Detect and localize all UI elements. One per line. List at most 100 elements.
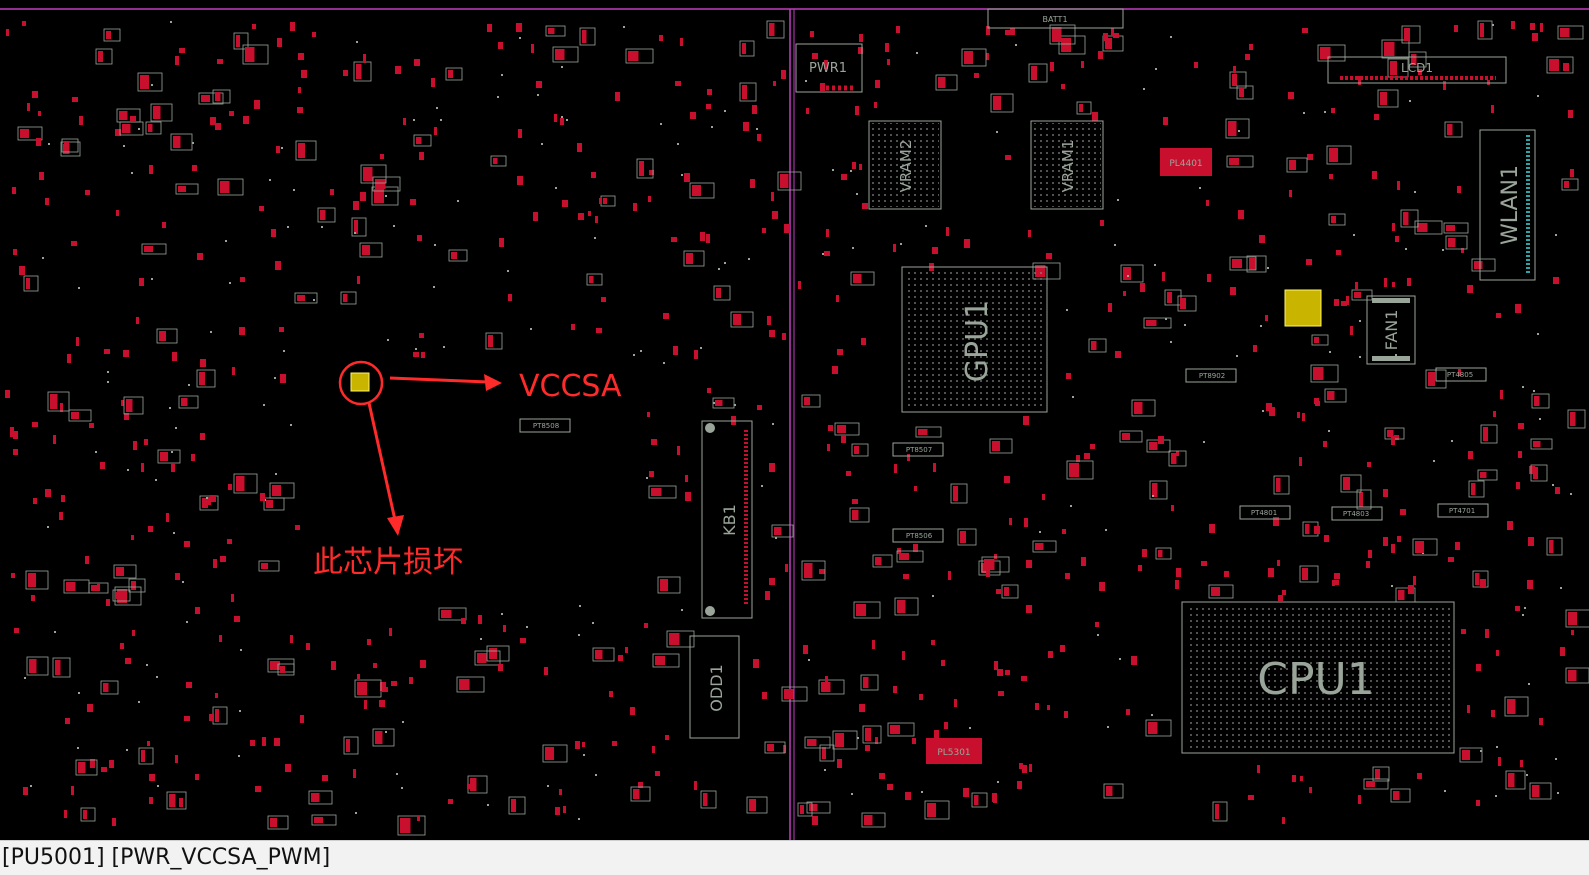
pad (1397, 536, 1401, 542)
pt8506-testpoint[interactable]: PT8506 (892, 528, 944, 543)
pad (132, 630, 135, 636)
pt4803-label: PT4803 (1343, 510, 1369, 518)
wlan1-slot[interactable]: WLAN1 (1479, 129, 1536, 281)
pt8902-testpoint[interactable]: PT8902 (1185, 368, 1237, 383)
pad (420, 660, 426, 668)
pad (826, 229, 829, 237)
pad (1476, 800, 1480, 806)
pu5001-chip[interactable] (350, 372, 370, 392)
pad (961, 48, 987, 67)
pad (1260, 325, 1262, 327)
pad (359, 242, 383, 258)
pad (1212, 801, 1228, 822)
pad (314, 817, 323, 823)
pad (353, 201, 359, 210)
lcd1-connector[interactable]: LCD1 (1327, 56, 1507, 84)
pad (1380, 92, 1387, 105)
pad (810, 31, 814, 37)
pad (1230, 287, 1236, 295)
pad (1346, 296, 1349, 305)
pad (433, 286, 435, 288)
pt4805-testpoint[interactable]: PT4805 (1435, 367, 1487, 382)
pad (885, 43, 889, 52)
pad (438, 607, 467, 621)
pt4801-testpoint[interactable]: PT4801 (1239, 505, 1291, 520)
pad (996, 589, 1001, 594)
pt8507-testpoint[interactable]: PT8507 (892, 442, 944, 457)
pad (317, 207, 336, 223)
pad (571, 324, 575, 330)
pad (112, 589, 131, 602)
pt4701-testpoint[interactable]: PT4701 (1437, 503, 1489, 518)
pad (655, 656, 665, 665)
pad (261, 563, 268, 569)
pad (171, 451, 173, 453)
pad (60, 403, 63, 412)
pad (1081, 61, 1084, 68)
pad (927, 803, 936, 817)
status-bar: [PU5001] [PWR_VCCSA_PWM] (0, 840, 1589, 875)
pad (122, 124, 131, 133)
cpu1-chip[interactable]: CPU1 (1181, 601, 1455, 754)
pad (451, 252, 457, 259)
pad (169, 407, 171, 409)
pad (169, 794, 176, 807)
pad (1313, 367, 1324, 380)
pcb-board-view[interactable]: BATT1 LCD1 PWR1 VRAM2 VRAM1 WLAN1 GPU1 (0, 0, 1589, 840)
pad (827, 444, 830, 451)
pad (1303, 112, 1305, 114)
pad (76, 337, 79, 346)
pad (1468, 480, 1485, 498)
pl4401-inductor[interactable]: PL4401 (1160, 148, 1212, 176)
pad (17, 126, 43, 141)
pad (837, 349, 843, 355)
pad (743, 122, 749, 131)
pad (331, 661, 336, 670)
pad (63, 579, 90, 594)
pad (136, 317, 139, 324)
pad (872, 554, 893, 568)
pad (123, 396, 144, 415)
pad (915, 426, 942, 438)
pt4803-testpoint[interactable]: PT4803 (1331, 506, 1383, 521)
pad (396, 773, 398, 775)
pt8508-testpoint[interactable]: PT8508 (519, 418, 571, 433)
pad (852, 247, 854, 249)
pad (131, 581, 136, 590)
pad (716, 288, 721, 298)
pad (769, 463, 775, 472)
pad (594, 237, 596, 239)
pl5301-inductor[interactable]: PL5301 (926, 738, 982, 764)
kb1-connector[interactable]: KB1 (701, 420, 753, 619)
pad (1515, 304, 1521, 313)
batt1-connector[interactable]: BATT1 (987, 8, 1124, 29)
gpu1-chip[interactable]: GPU1 (901, 266, 1048, 413)
pad (312, 32, 316, 37)
pad (1131, 399, 1156, 417)
pad (250, 740, 255, 746)
fan1-connector[interactable]: FAN1 (1366, 295, 1416, 365)
pad (1084, 453, 1090, 459)
pad (200, 359, 206, 367)
pad (173, 136, 181, 148)
pad (633, 789, 640, 799)
pad (1286, 157, 1308, 173)
vram1-chip[interactable]: VRAM1 (1030, 120, 1104, 210)
pad (97, 583, 100, 591)
pad (761, 485, 763, 487)
vram2-chip[interactable]: VRAM2 (868, 120, 942, 210)
pad (819, 569, 825, 574)
pad (771, 192, 774, 201)
pad (1444, 790, 1446, 792)
pad (306, 643, 310, 650)
pad (233, 32, 249, 50)
pad (80, 807, 96, 822)
pad (554, 114, 557, 122)
fan-controller-chip[interactable] (1284, 289, 1322, 327)
pad (277, 38, 282, 47)
pwr1-connector[interactable]: PWR1 (795, 43, 863, 93)
pad (149, 797, 153, 804)
odd1-connector[interactable]: ODD1 (689, 635, 740, 739)
pad (575, 741, 580, 749)
pad (812, 816, 818, 825)
